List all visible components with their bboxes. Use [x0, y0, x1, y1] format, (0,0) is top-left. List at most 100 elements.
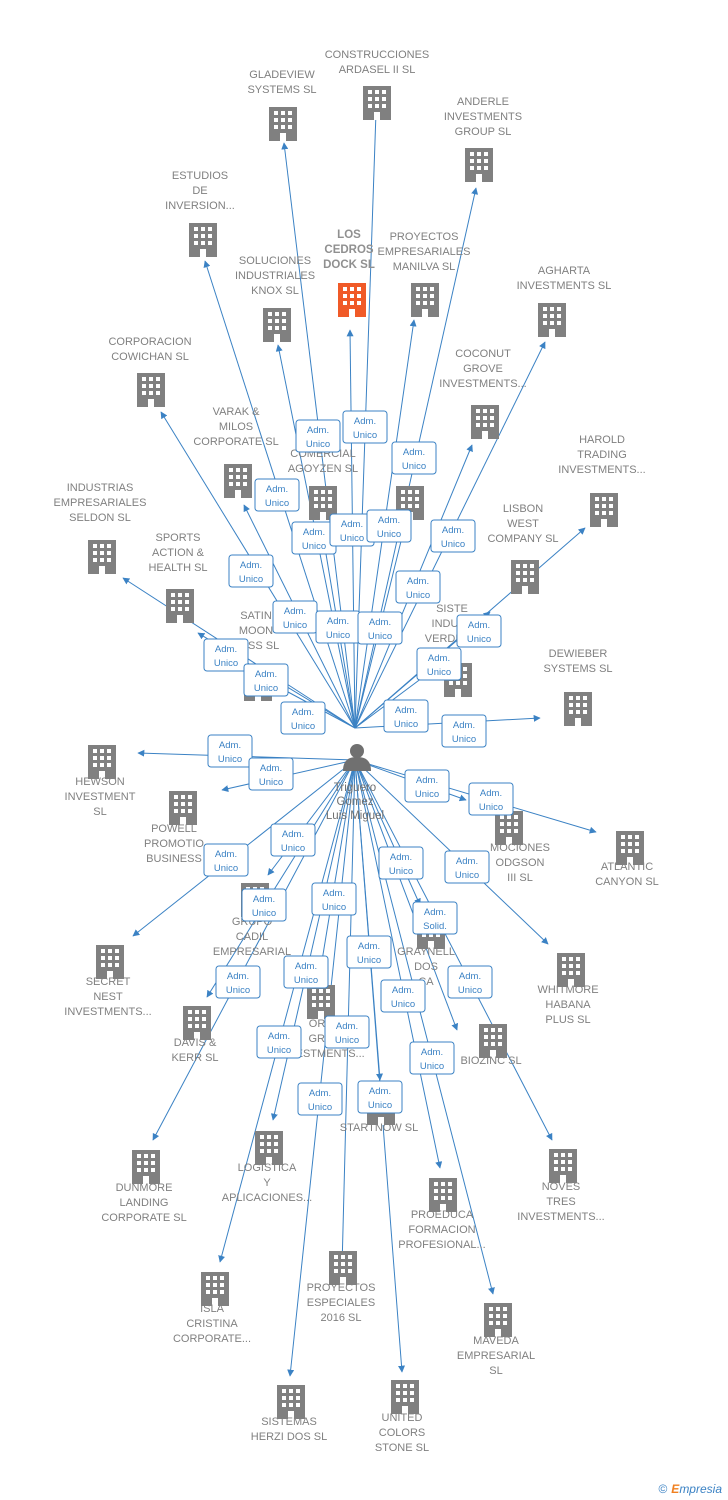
- company-name-line: MANILVA SL: [393, 261, 456, 273]
- edge-role-badge[interactable]: Adm.Unico: [295, 419, 341, 453]
- edge-role-badge[interactable]: Adm.Unico: [254, 478, 300, 512]
- edge-role-badge[interactable]: Adm.Unico: [207, 734, 253, 768]
- edge-role-badge[interactable]: Adm.Unico: [444, 850, 490, 884]
- badge-box: [357, 1080, 403, 1114]
- edge-role-badge[interactable]: Adm.Unico: [366, 509, 412, 543]
- company-name-line: SYSTEMS SL: [543, 663, 612, 675]
- company-name-line: KNOX SL: [251, 285, 299, 297]
- edge-role-badge[interactable]: Adm.Unico: [280, 701, 326, 735]
- edge-role-badge[interactable]: Adm.Unico: [430, 519, 476, 553]
- edge-role-badge[interactable]: Adm.Unico: [311, 882, 357, 916]
- edge-role-badge[interactable]: Adm.Solid.: [412, 901, 458, 935]
- edge-role-badge[interactable]: Adm.Unico: [404, 769, 450, 803]
- company-node[interactable]: BIOZINC SL: [460, 1024, 522, 1067]
- edge-role-badge[interactable]: Adm.Unico: [357, 1080, 403, 1114]
- edge-role-badge[interactable]: Adm.Unico: [324, 1015, 370, 1049]
- person-icon: [343, 744, 371, 771]
- edge-role-badge[interactable]: Adm.Unico: [272, 600, 318, 634]
- edge-line: [218, 759, 356, 1263]
- company-node[interactable]: ISLACRISTINACORPORATE...: [173, 1272, 251, 1345]
- center-person-node[interactable]: Triguero Gomez Luis Miguel: [326, 744, 384, 822]
- edge-role-badge[interactable]: Adm.Unico: [256, 1025, 302, 1059]
- badge-box: [430, 519, 476, 553]
- company-node[interactable]: PROEDUCAFORMACIONPROFESIONAL...: [398, 1178, 486, 1251]
- company-node[interactable]: COCONUTGROVEINVESTMENTS...: [439, 348, 527, 439]
- edge-line: [354, 759, 406, 1373]
- edge-role-badge[interactable]: Adm.Unico: [441, 714, 487, 748]
- edge-role-badge[interactable]: Adm.Unico: [228, 554, 274, 588]
- company-node[interactable]: SECRETNESTINVESTMENTS...: [64, 945, 152, 1018]
- badge-text: Adm.: [395, 705, 417, 716]
- edge-line: [270, 759, 356, 1121]
- company-name-line: SL: [489, 1365, 502, 1377]
- edge-role-badge[interactable]: Adm.Unico: [297, 1082, 343, 1116]
- edge-role-badge[interactable]: Adm.Unico: [383, 699, 429, 733]
- edge-role-badge[interactable]: Adm.Unico: [416, 647, 462, 681]
- company-name-line: SECRET: [86, 976, 131, 988]
- company-node[interactable]: HAROLDTRADINGINVESTMENTS...: [558, 434, 646, 527]
- edge-role-badge[interactable]: Adm.Unico: [342, 410, 388, 444]
- company-node[interactable]: LOGISTICAYAPLICACIONES...: [222, 1131, 312, 1204]
- edge-role-badge[interactable]: Adm.Unico: [315, 610, 361, 644]
- edge-role-badge[interactable]: Adm.Unico: [380, 979, 426, 1013]
- edge-role-badge[interactable]: Adm.Unico: [203, 843, 249, 877]
- edge-role-badge[interactable]: Adm.Unico: [378, 846, 424, 880]
- edge-role-badge[interactable]: Adm.Unico: [409, 1041, 455, 1075]
- edge-role-badge[interactable]: Adm.Unico: [215, 965, 261, 999]
- edge-line: [354, 759, 459, 1031]
- edge-role-badge[interactable]: Adm.Unico: [243, 663, 289, 697]
- company-node[interactable]: STARTNOW SL: [340, 1091, 418, 1134]
- edge-role-badge[interactable]: Adm.Unico: [241, 888, 287, 922]
- edge-role-badge[interactable]: Adm.Unico: [283, 955, 329, 989]
- badge-text: Unico: [291, 721, 315, 732]
- edge-role-badge[interactable]: Adm.Unico: [395, 570, 441, 604]
- brand-logo-e: E: [671, 1482, 680, 1496]
- edge-role-badge[interactable]: Adm.Unico: [357, 611, 403, 645]
- edge-role-badge[interactable]: Adm.Unico: [203, 638, 249, 672]
- edge-role-badge[interactable]: Adm.Unico: [270, 823, 316, 857]
- company-name-line: COLORS: [379, 1427, 425, 1439]
- company-name-line: PROYECTOS: [390, 231, 459, 243]
- edge-role-badge[interactable]: Adm.Unico: [456, 614, 502, 648]
- badge-text: Unico: [479, 802, 503, 813]
- edge-role-badge[interactable]: Adm.Unico: [291, 521, 337, 555]
- edge-role-badge[interactable]: Adm.Unico: [447, 965, 493, 999]
- company-node[interactable]: ESTUDIOSDEINVERSION...: [165, 170, 235, 257]
- edge-role-badge[interactable]: Adm.Unico: [391, 441, 437, 475]
- badge-text: Adm.: [358, 941, 380, 952]
- edge-line: [354, 759, 421, 906]
- badge-text: Adm.: [390, 852, 412, 863]
- edge-role-badge[interactable]: Adm.Unico: [346, 935, 392, 969]
- edge-role-badge[interactable]: Adm.Unico: [468, 782, 514, 816]
- company-node[interactable]: DAVIS &KERR SL: [171, 1006, 219, 1064]
- company-name-line: WHITMORE: [537, 984, 598, 996]
- company-name-line: APLICACIONES...: [222, 1192, 312, 1204]
- edge-label-layer: Adm.UnicoAdm.UnicoAdm.UnicoAdm.UnicoAdm.…: [203, 410, 514, 1116]
- edge-role-badge[interactable]: Adm.Unico: [248, 757, 294, 791]
- company-node[interactable]: NOVESTRESINVESTMENTS...: [517, 1149, 605, 1223]
